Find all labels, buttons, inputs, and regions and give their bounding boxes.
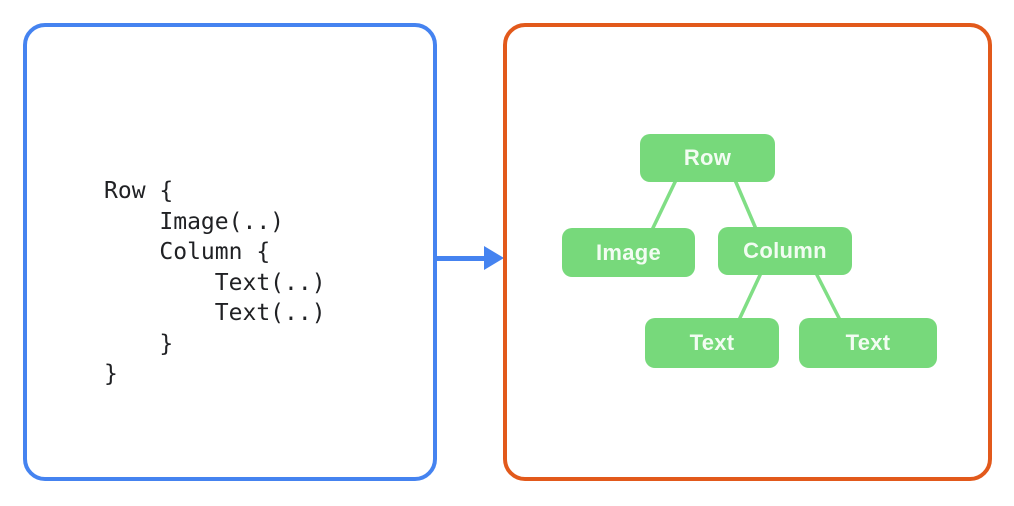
tree-node-text-2: Text: [799, 318, 937, 368]
transform-arrow-icon: [436, 246, 504, 270]
arrow-head: [484, 246, 504, 270]
arrow-line: [436, 256, 486, 261]
tree-node-label: Text: [845, 330, 891, 355]
tree-node-image: Image: [562, 228, 695, 277]
tree-node-label: Column: [743, 238, 827, 263]
code-panel: [23, 23, 437, 481]
code-block: Row { Image(..) Column { Text(..) Text(.…: [104, 178, 326, 387]
tree-node-column: Column: [718, 227, 852, 275]
tree-node-text-1: Text: [645, 318, 779, 368]
tree-node-row: Row: [640, 134, 775, 182]
tree-node-label: Text: [689, 330, 735, 355]
tree-node-label: Row: [683, 145, 732, 170]
tree-node-label: Image: [595, 239, 662, 265]
